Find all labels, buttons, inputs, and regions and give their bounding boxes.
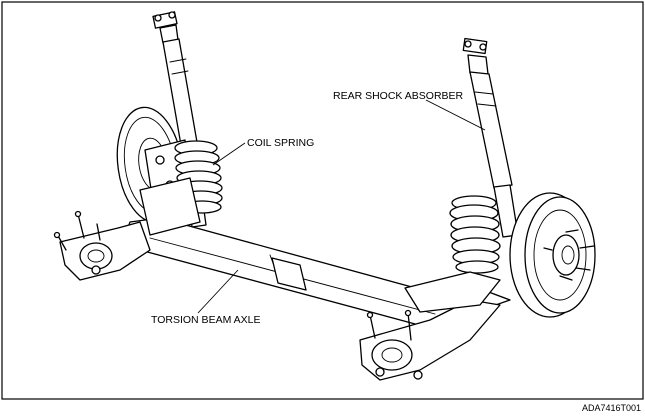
right-trailing-arm <box>359 271 501 381</box>
leader-rear-shock-absorber <box>425 99 486 131</box>
right-brake-drum <box>509 192 596 318</box>
leader-torsion-beam-axle <box>197 269 239 314</box>
label-rear-shock-absorber: REAR SHOCK ABSORBER <box>333 90 464 102</box>
figure-code: ADA7416T001 <box>582 403 641 413</box>
right-shock-absorber <box>462 37 519 238</box>
label-torsion-beam-axle: TORSION BEAM AXLE <box>151 314 261 326</box>
torsion-beam <box>117 217 511 329</box>
leader-coil-spring <box>212 142 246 166</box>
figure-border <box>1 1 644 400</box>
label-coil-spring: COIL SPRING <box>247 137 314 149</box>
right-coil-spring <box>449 195 501 274</box>
left-trailing-arm <box>53 177 201 281</box>
